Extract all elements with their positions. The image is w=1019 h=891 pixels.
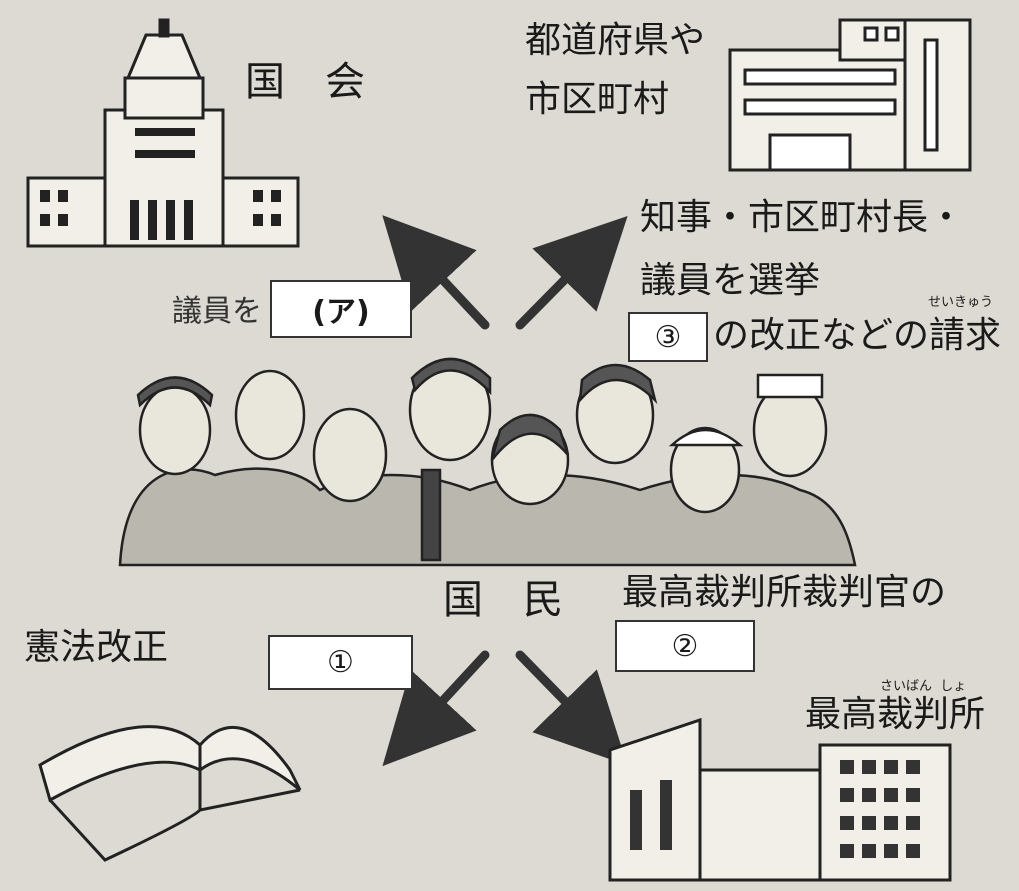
petition-ruby: せいきゅう — [928, 295, 994, 310]
supreme-court-ruby-a: さいばん — [880, 679, 933, 694]
supreme-court-ruby-b: しょ — [940, 679, 967, 694]
local-election-line2: 議員を選挙 — [640, 260, 821, 301]
diet-label: 国 会 — [245, 59, 365, 105]
diet-building-icon — [26, 18, 300, 248]
local-election-line1: 知事・市区町村長・ — [640, 197, 965, 238]
blank-a-box[interactable]: (ア) — [270, 280, 412, 338]
blank-3-box[interactable]: ③ — [628, 312, 708, 362]
arrow-to-supreme-court — [515, 650, 628, 766]
supreme-court-ruby: さいばん しょ — [880, 680, 966, 693]
arrows — [382, 215, 628, 767]
local-gov-label-line1: 都道府県や — [525, 20, 706, 61]
local-gov-label-line2: 市区町村 — [525, 79, 670, 120]
people-label: 国 民 — [443, 577, 563, 623]
petition-label: の改正などの請求 — [713, 315, 1002, 356]
book-icon — [38, 725, 302, 862]
constitution-label: 憲法改正 — [24, 627, 169, 668]
office-building-icon — [728, 18, 972, 172]
elect-members-label: 議員を — [172, 294, 262, 329]
judges-review-label: 最高裁判所裁判官の — [622, 572, 947, 613]
supreme-court-label: 最高裁判所 — [805, 694, 986, 735]
blank-1-box[interactable]: ① — [268, 635, 413, 690]
arrow-to-constitution — [382, 650, 490, 767]
blank-2-box[interactable]: ② — [615, 620, 755, 672]
arrow-to-local-gov — [515, 215, 628, 330]
court-building-icon — [608, 717, 952, 882]
arrow-to-diet — [382, 215, 490, 330]
people-group-icon — [118, 357, 857, 567]
